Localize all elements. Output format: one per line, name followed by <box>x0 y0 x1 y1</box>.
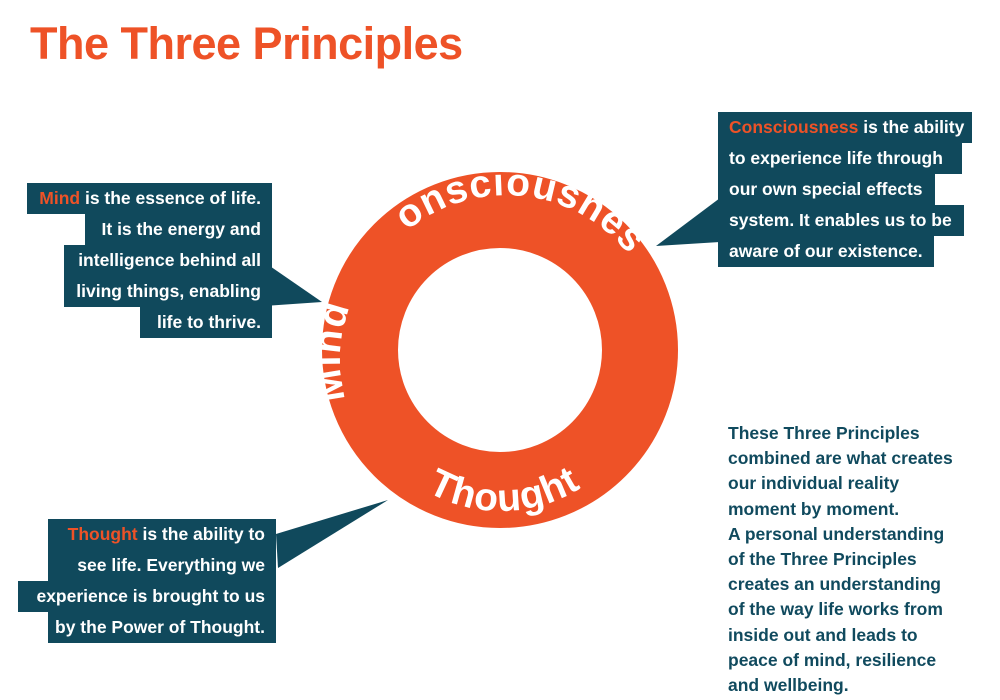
callout-mind-line-4: living things, enabling <box>64 276 272 307</box>
callout-consciousness-line-1: Consciousness is the ability <box>718 112 972 143</box>
callout-thought-keyword: Thought <box>67 524 138 544</box>
donut-label-mind: Mind <box>306 296 358 405</box>
callout-thought-line-2: see life. Everything we <box>48 550 276 581</box>
summary-line: combined are what creates <box>728 448 953 469</box>
callout-thought-line-4: by the Power of Thought. <box>48 612 276 643</box>
donut-ring <box>322 172 678 528</box>
callout-consciousness-pointer <box>656 198 720 246</box>
callout-mind-line-3: intelligence behind all <box>64 245 272 276</box>
summary-line: peace of mind, resilience <box>728 649 937 670</box>
callout-thought-line-1: Thought is the ability to <box>48 519 276 550</box>
summary-line: of the way life works from <box>728 599 943 620</box>
summary-line: creates an understanding <box>728 574 941 595</box>
callout-consciousness-line-2: to experience life through <box>718 143 962 174</box>
summary-line: inside out and leads to <box>728 624 918 645</box>
summary-line: of the Three Principles <box>728 549 917 570</box>
callout-consciousness-line-5: aware of our existence. <box>718 236 934 267</box>
summary-line: These Three Principles <box>728 423 920 443</box>
callout-thought-pointer <box>276 500 388 568</box>
callout-mind-keyword: Mind <box>39 188 81 208</box>
page-title: The Three Principles <box>30 18 463 69</box>
callout-consciousness-keyword: Consciousness <box>729 117 859 137</box>
summary-line: our individual reality <box>728 473 900 494</box>
callout-consciousness-line-4: system. It enables us to be <box>718 205 964 236</box>
summary-line: A personal understanding <box>728 523 945 544</box>
summary-line: and wellbeing. <box>728 675 849 696</box>
callout-thought-line-3: experience is brought to us <box>18 581 276 612</box>
callout-consciousness-line-3: our own special effects <box>718 174 935 205</box>
callout-mind-line-5: life to thrive. <box>140 307 272 338</box>
callout-mind-line-2: It is the energy and <box>85 214 272 245</box>
callout-mind-pointer <box>264 262 322 306</box>
summary-line: moment by moment. <box>728 498 900 519</box>
three-principles-donut: Consciousness Mind Thought <box>306 138 678 528</box>
callout-mind-line-1: Mind is the essence of life. <box>27 183 272 214</box>
summary-paragraph: These Three Principles combined are what… <box>728 421 978 698</box>
